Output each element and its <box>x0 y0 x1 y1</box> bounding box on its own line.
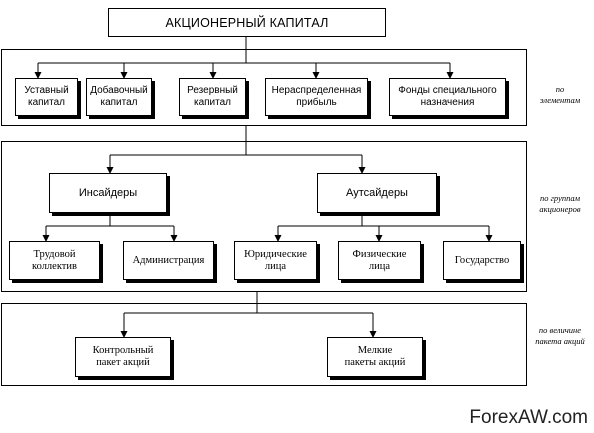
node-retained-earnings: Нераспределенная прибыль <box>265 78 368 116</box>
node-small-stakes: Мелкие пакеты акций <box>327 337 423 377</box>
node-labor-collective: Трудовой коллектив <box>9 241 100 280</box>
section-label-elements: по элементам <box>539 84 581 105</box>
watermark: ForexAW.com <box>469 407 588 428</box>
node-controlling-stake: Контрольный пакет акций <box>75 337 171 377</box>
node-legal-entities: Юридические лица <box>234 241 317 280</box>
node-special-funds: Фонды специального назначения <box>389 78 506 116</box>
root-node: АКЦИОНЕРНЫЙ КАПИТАЛ <box>108 8 386 37</box>
node-state: Государство <box>443 241 521 280</box>
node-additional-capital: Добавочный капитал <box>86 78 152 116</box>
node-insiders: Инсайдеры <box>49 173 167 213</box>
node-outsiders: Аутсайдеры <box>317 173 437 213</box>
section-frame-elements <box>1 49 527 126</box>
node-charter-capital: Уставный капитал <box>15 78 78 116</box>
section-label-holders: по группам акционеров <box>539 193 581 214</box>
node-reserve-capital: Резервный капитал <box>179 78 246 116</box>
section-frame-stake <box>1 303 527 386</box>
node-administration: Администрация <box>123 241 214 280</box>
node-individuals: Физические лица <box>338 241 421 280</box>
section-label-stake: по величине пакета акций <box>535 325 585 346</box>
section-frame-holders <box>1 141 527 292</box>
